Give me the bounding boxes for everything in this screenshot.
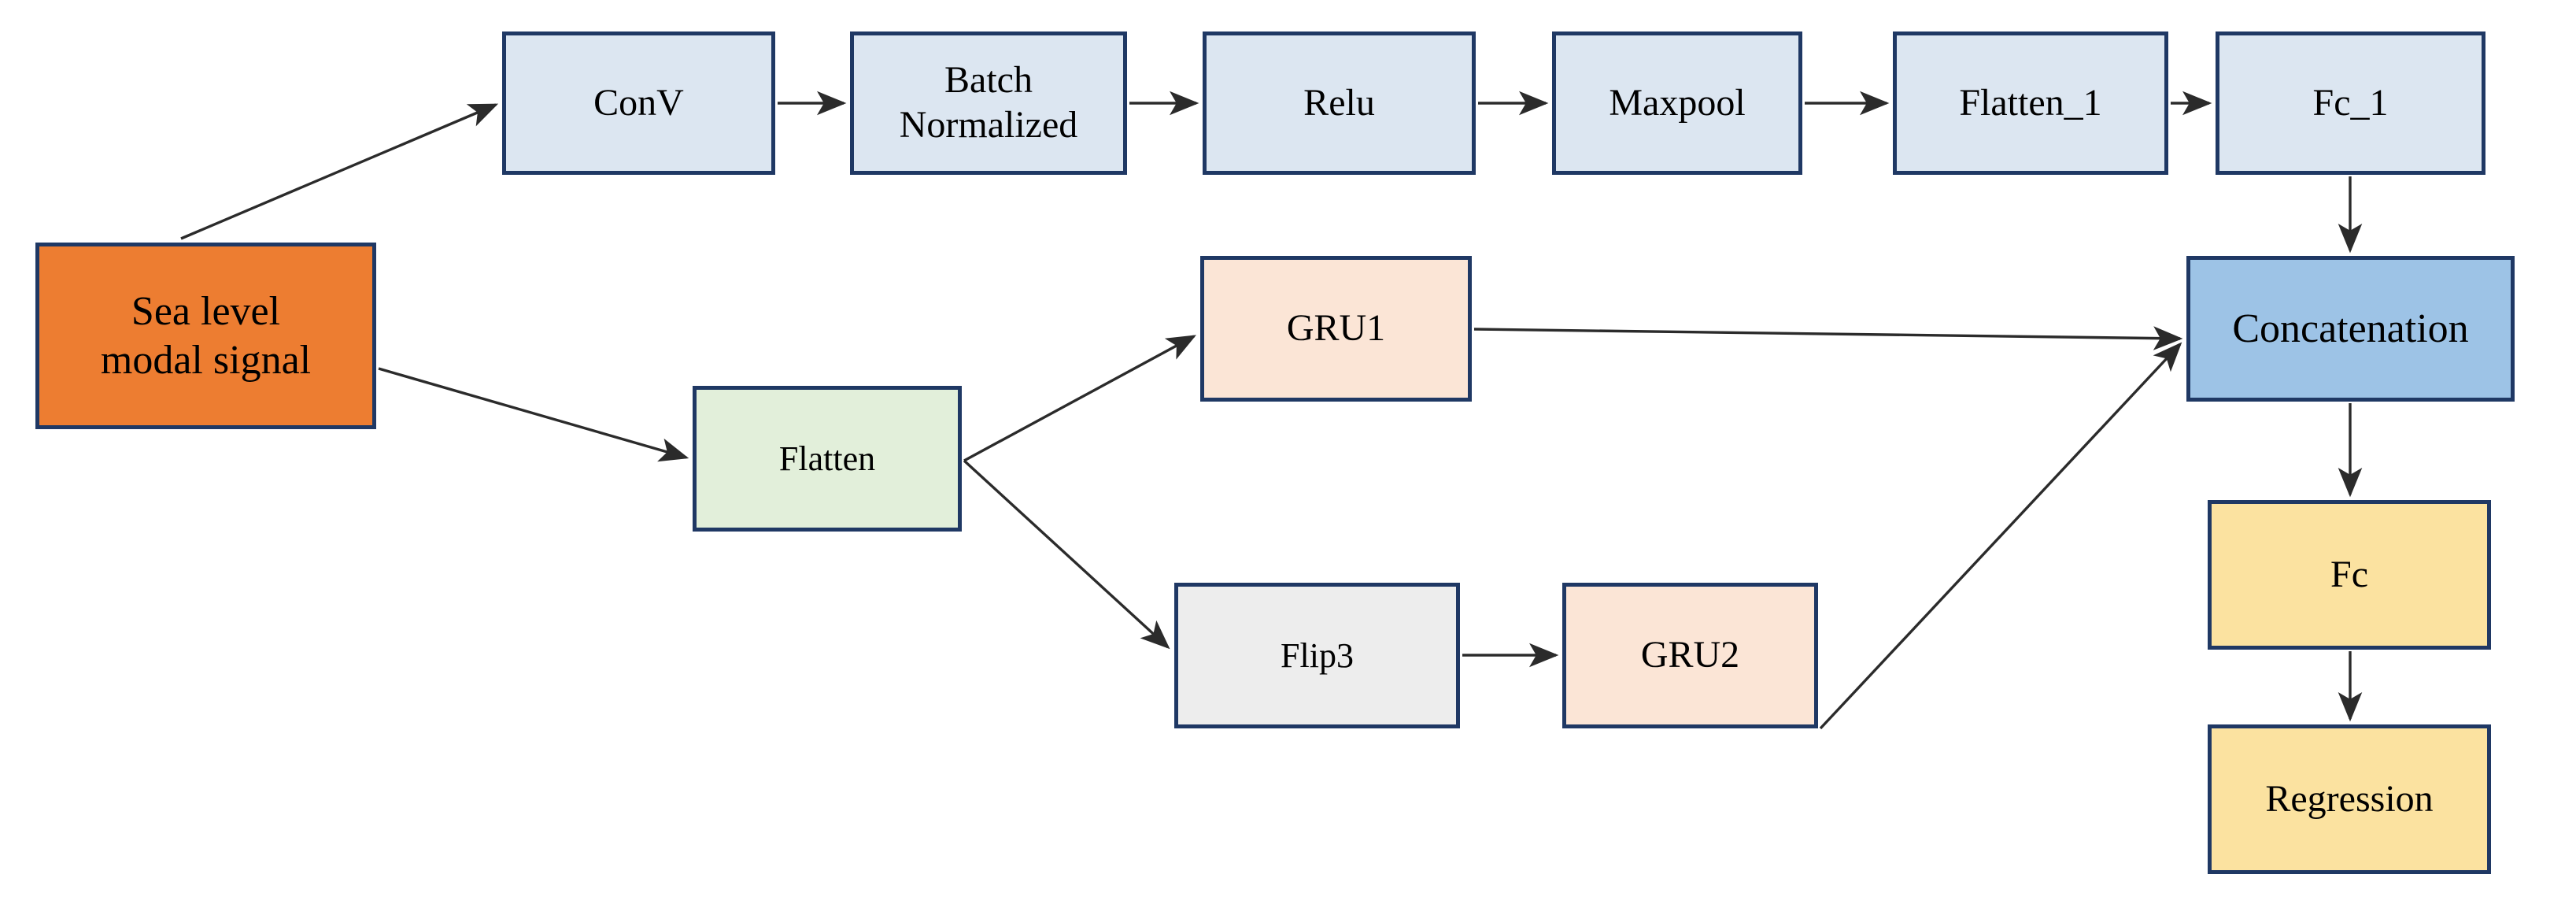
node-fc1[interactable]: Fc_1 <box>2216 31 2485 175</box>
node-label-maxpool: Maxpool <box>1609 81 1746 124</box>
node-regression[interactable]: Regression <box>2208 724 2491 874</box>
node-label-flatten1: Flatten_1 <box>1959 81 2102 124</box>
edge-flatten-to-flip3 <box>963 459 1170 650</box>
edge-input-to-conv <box>180 103 499 240</box>
edge-gru1-to-concat <box>1473 326 2183 350</box>
node-label-flatten: Flatten <box>778 439 876 478</box>
edge-gru2-to-concat <box>1819 342 2182 730</box>
node-conv[interactable]: ConV <box>502 31 775 175</box>
edge-input-to-flatten <box>378 367 689 462</box>
node-label-flip3: Flip3 <box>1281 635 1354 675</box>
node-input[interactable]: Sea level modal signal <box>35 243 376 429</box>
node-label-gru2: GRU2 <box>1640 634 1740 676</box>
node-label-fc: Fc <box>2330 553 2368 595</box>
node-fc[interactable]: Fc <box>2208 500 2491 650</box>
node-gru1[interactable]: GRU1 <box>1200 256 1472 402</box>
node-flip3[interactable]: Flip3 <box>1174 583 1460 728</box>
node-flatten1[interactable]: Flatten_1 <box>1893 31 2168 175</box>
edge-flatten-to-gru1 <box>963 335 1196 462</box>
node-flatten[interactable]: Flatten <box>693 386 962 532</box>
node-gru2[interactable]: GRU2 <box>1562 583 1818 728</box>
node-label-conv: ConV <box>593 81 684 124</box>
node-label-regression: Regression <box>2265 777 2434 820</box>
node-relu[interactable]: Relu <box>1203 31 1476 175</box>
node-label-batchnorm: Batch Normalized <box>899 59 1078 146</box>
node-batchnorm[interactable]: Batch Normalized <box>850 31 1127 175</box>
node-label-relu: Relu <box>1303 81 1375 124</box>
node-maxpool[interactable]: Maxpool <box>1552 31 1802 175</box>
node-label-gru1: GRU1 <box>1286 307 1386 350</box>
node-concat[interactable]: Concatenation <box>2186 256 2515 402</box>
node-label-input: Sea level modal signal <box>100 289 312 383</box>
node-label-concat: Concatenation <box>2232 306 2469 351</box>
node-label-fc1: Fc_1 <box>2312 81 2389 124</box>
